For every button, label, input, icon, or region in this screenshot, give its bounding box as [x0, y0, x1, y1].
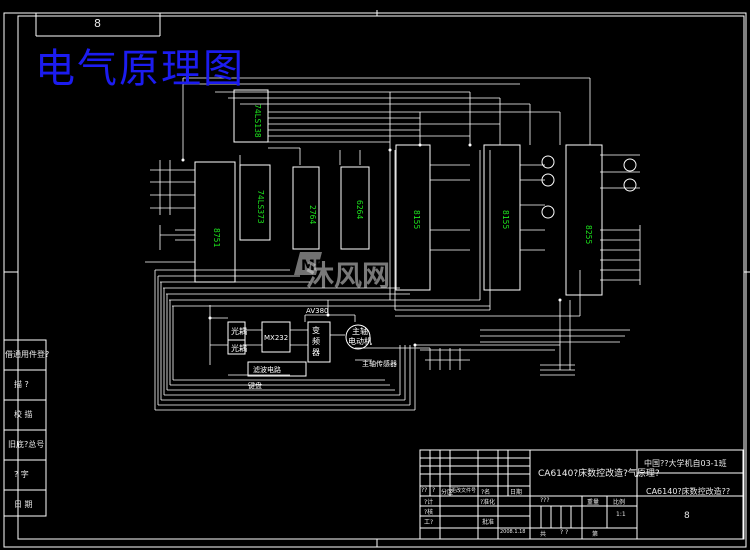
optocoupler-bottom-label: 光耦 [231, 343, 247, 353]
project-name: CA6140?床数控改造?? [646, 487, 731, 496]
tb-label-gengai: 更改文件号 [451, 488, 477, 494]
max232-label: MX232 [264, 334, 288, 342]
inverter-label-3: 器 [312, 348, 320, 357]
drawing-name: CA6140?床数控改造?气原理? [538, 469, 660, 479]
chip-8255-label: 8255 [584, 225, 593, 244]
tb-label-qianming: ?名 [481, 489, 491, 496]
mf-logo-icon: MF [294, 252, 325, 275]
motor-label-2: 电动机 [348, 336, 372, 346]
svg-text:MF: MF [301, 258, 325, 274]
ic-chip-labels: 74LS138 74LS373 2764 6264 8751 8155 8155… [212, 104, 593, 247]
vertical-block-labels: 光耦 光耦 变 频 器 主轴 电动机 [231, 325, 372, 357]
inverter-label: 变 [312, 325, 320, 335]
side-table-grid [3, 339, 47, 517]
optocoupler-top-label: 光耦 [231, 326, 247, 336]
chip-74ls138-label: 74LS138 [253, 104, 262, 138]
tb-label-sheji: ?计 [424, 499, 434, 506]
side-table-row-6: 日 期 [14, 500, 33, 509]
school-name: 中国??大学机自03-1班 [644, 459, 727, 468]
tb-label-scale: 1:1 [616, 511, 626, 518]
chip-8155-a-label: 8155 [412, 210, 421, 229]
chip-6264-label: 6264 [355, 200, 364, 219]
tb-label-jieduan: ??? [540, 497, 550, 504]
side-table-row-5: ? 字 [14, 470, 29, 479]
inverter-label-2: 频 [312, 336, 320, 346]
tb-label-zhang: ? ? [560, 529, 569, 536]
tb-label-biaoji: ?? [421, 487, 428, 494]
zone-mark: 8 [94, 17, 101, 30]
chip-8751-label: 8751 [212, 228, 221, 247]
chip-2764-label: 2764 [308, 205, 317, 224]
keyboard-label: 键盘 [248, 381, 262, 390]
sheet-number: 8 [684, 511, 690, 521]
drawing-frame [3, 10, 750, 548]
av380-label: AV380 [306, 307, 329, 315]
tb-label-pizhun: 批准 [482, 519, 495, 526]
tb-label-gong: 共 [540, 531, 547, 538]
schematic-wiring [145, 77, 641, 411]
side-table-row-4: 旧底?总号 [8, 440, 45, 449]
block-labels: MX232 AV380 键盘 主轴传感器 滤波电路 [248, 307, 397, 390]
tb-label-shenhe: ?核 [424, 509, 434, 516]
title-block-grid [419, 449, 744, 540]
tb-label-bili: 比例 [613, 499, 626, 506]
tb-label-date: 2008.1.18 [500, 529, 526, 535]
watermark-text: 沐风网 [306, 259, 391, 292]
tb-label-fenqu: 分区 [441, 489, 454, 496]
motor-label: 主轴 [352, 326, 368, 336]
ic-chip-boxes [194, 89, 637, 377]
tb-label-di: 第 [592, 531, 599, 538]
side-table-row-2: 描 ? [14, 380, 29, 389]
side-table-row-1: 借通用件登? [5, 350, 50, 359]
drawing-title: 电气原理图 [35, 46, 245, 92]
tb-label-gongyi: 工? [424, 519, 434, 526]
tb-label-biaozhunhua: ?准化 [480, 499, 496, 506]
junction-dots [181, 143, 562, 347]
chip-8155-b-label: 8155 [501, 210, 510, 229]
buffer-label: 滤波电路 [253, 365, 281, 374]
tb-label-riqi: 日期 [510, 489, 523, 496]
tb-label-zhongliang: 重量 [587, 499, 600, 506]
chip-74ls373-label: 74LS373 [256, 190, 265, 224]
spindle-sensor-label: 主轴传感器 [362, 359, 397, 368]
tb-label-chushu: ? [432, 487, 436, 494]
side-table-row-3: 校 描 [14, 410, 33, 419]
